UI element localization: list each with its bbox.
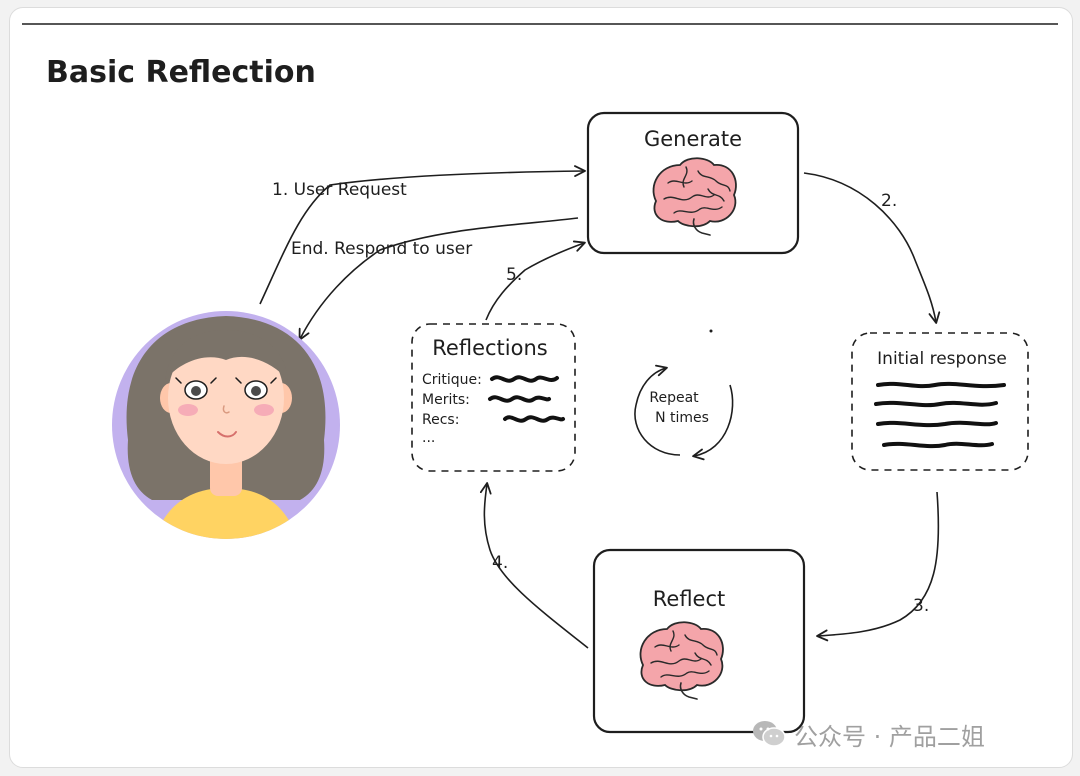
reflection-item: Critique: [422, 372, 482, 388]
reflect-label: Reflect [653, 587, 726, 611]
edge-label-user-request: 1. User Request [272, 180, 407, 200]
edges [259, 165, 941, 649]
reflection-item: ... [422, 430, 435, 446]
edge-label-respond: End. Respond to user [291, 239, 472, 259]
edge-step2 [803, 172, 941, 324]
edge-user-request [259, 165, 586, 305]
edge-label-step4: 4. [492, 553, 508, 573]
reflection-item: Merits: [422, 392, 470, 408]
scribble-lines [874, 381, 1006, 449]
reflections-node: Reflections Critique: Merits: Recs: ... [411, 323, 576, 472]
watermark-text: 公众号 · 产品二姐 [794, 722, 985, 751]
watermark: 公众号 · 产品二姐 [752, 716, 985, 752]
user-avatar [112, 311, 340, 539]
reflect-node: Reflect [592, 548, 806, 734]
page-title: Basic Reflection [46, 55, 316, 90]
edge-step5 [485, 240, 586, 321]
wechat-icon [753, 721, 786, 747]
edge-label-step3: 3. [913, 596, 929, 616]
reflection-item: Recs: [422, 412, 459, 428]
initial-response-node: Initial response [851, 332, 1029, 471]
edge-respond [298, 217, 579, 341]
repeat-loop: Repeat N times [634, 329, 734, 461]
initial-response-label: Initial response [877, 349, 1007, 369]
edge-step4 [479, 482, 589, 649]
scribble-lines [488, 375, 565, 423]
generate-label: Generate [644, 127, 742, 151]
edge-step3 [816, 491, 940, 642]
reflections-title: Reflections [432, 336, 547, 360]
repeat-label: Repeat [649, 390, 699, 406]
edge-label-step2: 2. [881, 191, 897, 211]
repeat-count-label: N times [655, 410, 709, 426]
edge-label-step5: 5. [506, 265, 522, 285]
generate-node: Generate [586, 111, 800, 255]
